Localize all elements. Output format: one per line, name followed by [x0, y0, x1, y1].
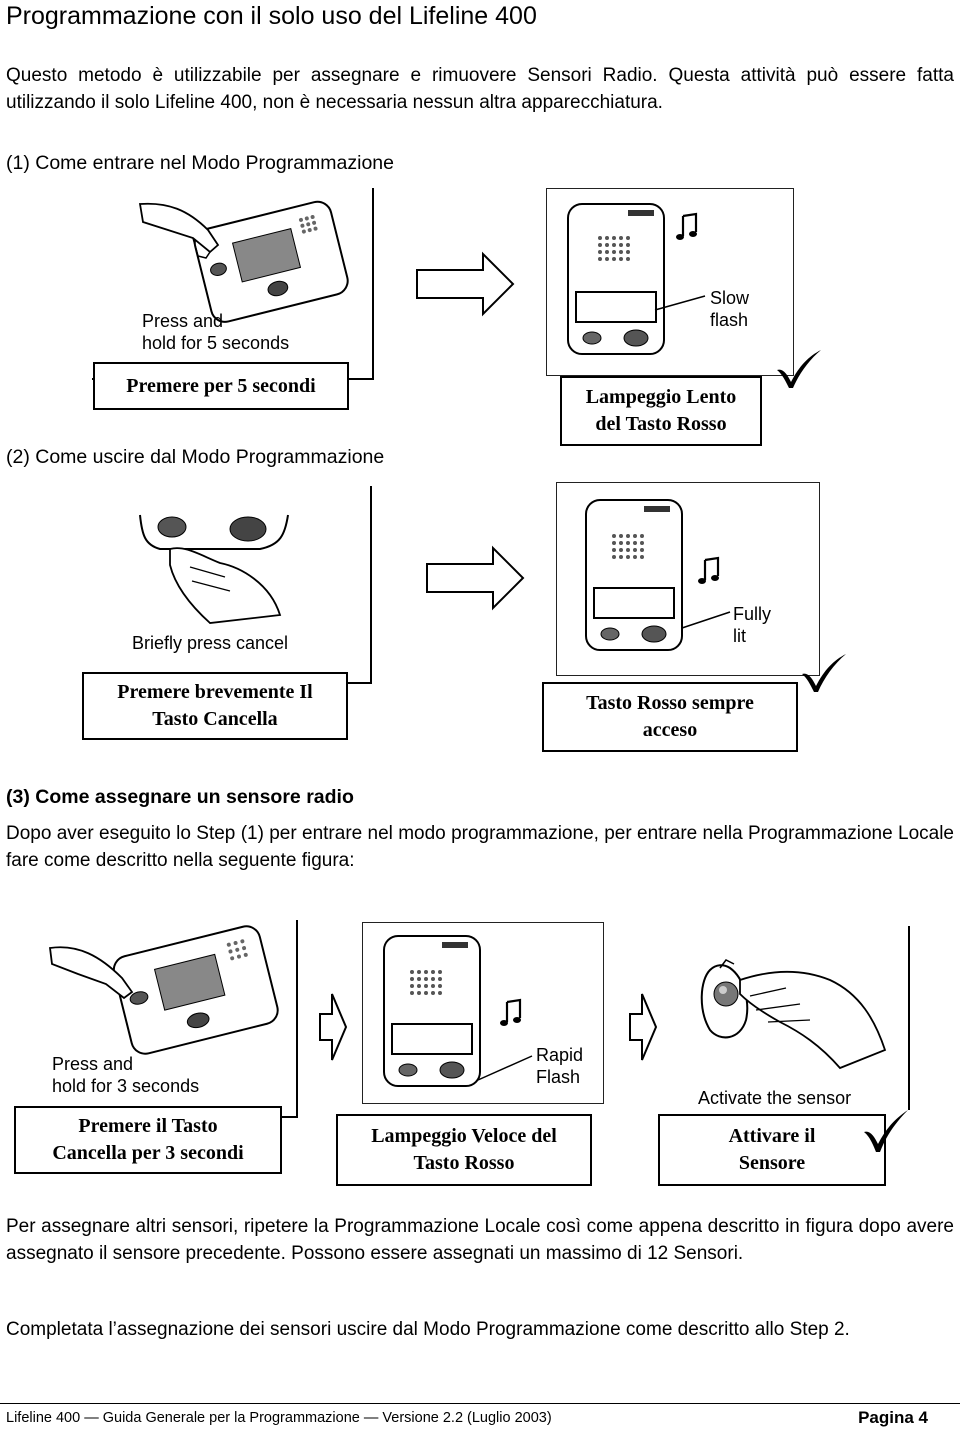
device-icon — [48, 925, 279, 1055]
page-number: Pagina 4 — [858, 1408, 928, 1427]
music-note-icon — [500, 998, 522, 1026]
device-icon — [193, 200, 349, 323]
step2-heading: (2) Come uscire dal Modo Programmazione — [6, 446, 385, 468]
page-title: Programmazione con il solo uso del Lifel… — [6, 2, 537, 30]
more-sensors-paragraph: Per assegnare altri sensori, ripetere la… — [6, 1216, 954, 1264]
device-icon — [585, 499, 683, 651]
checkmark-icon — [864, 1110, 908, 1152]
checkmark-icon — [802, 654, 846, 692]
music-note-icon — [698, 556, 720, 584]
step3-panel3-label: Activate the sensor — [698, 1088, 852, 1108]
step1-left-caption: Premere per 5 secondi — [93, 362, 349, 410]
step3-paragraph: Dopo aver eseguito lo Step (1) per entra… — [6, 823, 954, 871]
sensor-pendant-icon — [700, 959, 887, 1070]
callout-line — [654, 295, 706, 311]
callout-line — [681, 611, 731, 629]
step1-heading: (1) Come entrare nel Modo Programmazione — [6, 152, 395, 174]
checkmark-icon — [777, 350, 821, 388]
hand-icon — [138, 202, 220, 259]
arrow-right-icon — [426, 545, 525, 611]
step2-left-label: Briefly press cancel — [132, 633, 289, 653]
callout-line — [477, 1055, 533, 1081]
footer-divider — [0, 1403, 960, 1404]
arrow-right-icon — [629, 993, 658, 1061]
device-icon — [383, 935, 481, 1087]
step3-heading: (3) Come assegnare un sensore radio — [6, 786, 354, 808]
hand-icon — [139, 514, 289, 624]
music-note-icon — [676, 212, 698, 240]
arrow-right-icon — [416, 251, 515, 317]
footer-text: Lifeline 400 — Guida Generale per la Pro… — [6, 1410, 552, 1426]
closing-paragraph: Completata l’assegnazione dei sensori us… — [6, 1319, 850, 1340]
device-icon — [567, 203, 665, 355]
arrow-right-icon — [319, 993, 348, 1061]
intro-paragraph: Questo metodo è utilizzabile per assegna… — [6, 65, 954, 113]
step3-panel3 — [672, 926, 910, 1110]
